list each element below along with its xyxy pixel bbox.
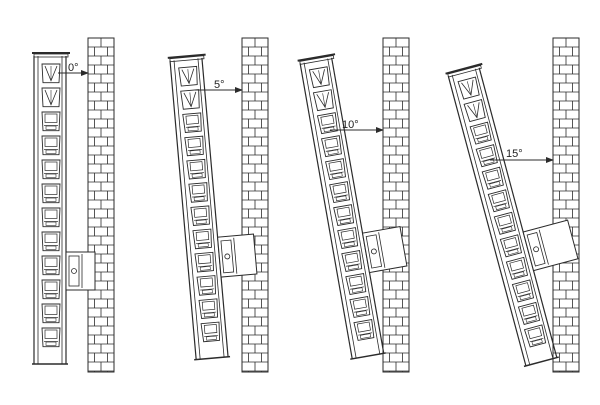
speaker-module — [41, 183, 61, 204]
speaker-module — [41, 279, 61, 300]
speaker-module — [333, 204, 355, 227]
speaker-module — [41, 135, 61, 156]
speaker-module — [475, 144, 498, 168]
speaker-module — [325, 158, 346, 181]
speaker-array — [32, 52, 96, 365]
speaker-array — [445, 62, 579, 368]
speaker-module — [186, 158, 206, 180]
speaker-module — [320, 135, 342, 158]
speaker-module — [481, 166, 504, 190]
top-module — [180, 89, 200, 110]
speaker-module — [523, 324, 547, 348]
speaker-module — [41, 207, 61, 228]
speaker-module — [41, 255, 61, 276]
angle-label-10: 10° — [342, 119, 359, 131]
brick-wall — [552, 37, 580, 373]
speaker-module — [184, 135, 204, 157]
speaker-array — [167, 53, 258, 361]
speaker-module — [198, 298, 219, 319]
brick-wall — [241, 37, 269, 373]
angle-labels-layer: 0° 5° 10° 15° — [58, 62, 554, 163]
speaker-module — [190, 205, 210, 226]
speaker-module — [349, 296, 371, 318]
speaker-module — [41, 231, 61, 252]
wall-bracket — [522, 219, 579, 272]
top-module — [41, 63, 61, 84]
wall-bracket — [361, 225, 408, 274]
wall-bracket — [217, 233, 258, 278]
top-module — [178, 65, 198, 87]
speaker-module — [41, 159, 61, 180]
speaker-module — [499, 234, 523, 258]
top-module — [41, 87, 61, 108]
speaker-module — [341, 250, 363, 272]
speaker-module — [517, 301, 541, 325]
speaker-module — [487, 189, 510, 213]
top-module — [463, 99, 486, 123]
speaker-module — [188, 182, 208, 203]
speaker-module — [41, 111, 61, 132]
angle-label-0: 0° — [68, 62, 79, 74]
speaker-module — [493, 211, 516, 235]
speaker-module — [200, 321, 221, 343]
speaker-module — [353, 318, 375, 341]
speaker-module — [316, 112, 338, 135]
speaker-module — [511, 279, 535, 303]
speaker-module — [196, 275, 216, 296]
brick-wall — [382, 37, 410, 373]
speaker-module — [41, 303, 61, 324]
top-module — [308, 66, 330, 89]
speaker-module — [469, 121, 492, 145]
angle-label-15: 15° — [506, 148, 523, 160]
speaker-module — [337, 227, 359, 249]
speaker-module — [41, 327, 61, 348]
top-module — [312, 89, 334, 112]
speaker-module — [329, 181, 351, 204]
speaker-module — [192, 228, 212, 250]
angle-label-5: 5° — [214, 79, 225, 91]
speaker-arrays-layer — [32, 52, 579, 368]
speaker-array — [297, 53, 408, 360]
walls-layer — [87, 37, 580, 373]
speaker-module — [194, 251, 214, 273]
brick-wall — [87, 37, 115, 373]
top-module — [457, 76, 480, 100]
speaker-module — [345, 273, 367, 295]
wall-bracket — [65, 251, 96, 291]
speaker-module — [182, 112, 202, 133]
speaker-module — [505, 256, 529, 280]
